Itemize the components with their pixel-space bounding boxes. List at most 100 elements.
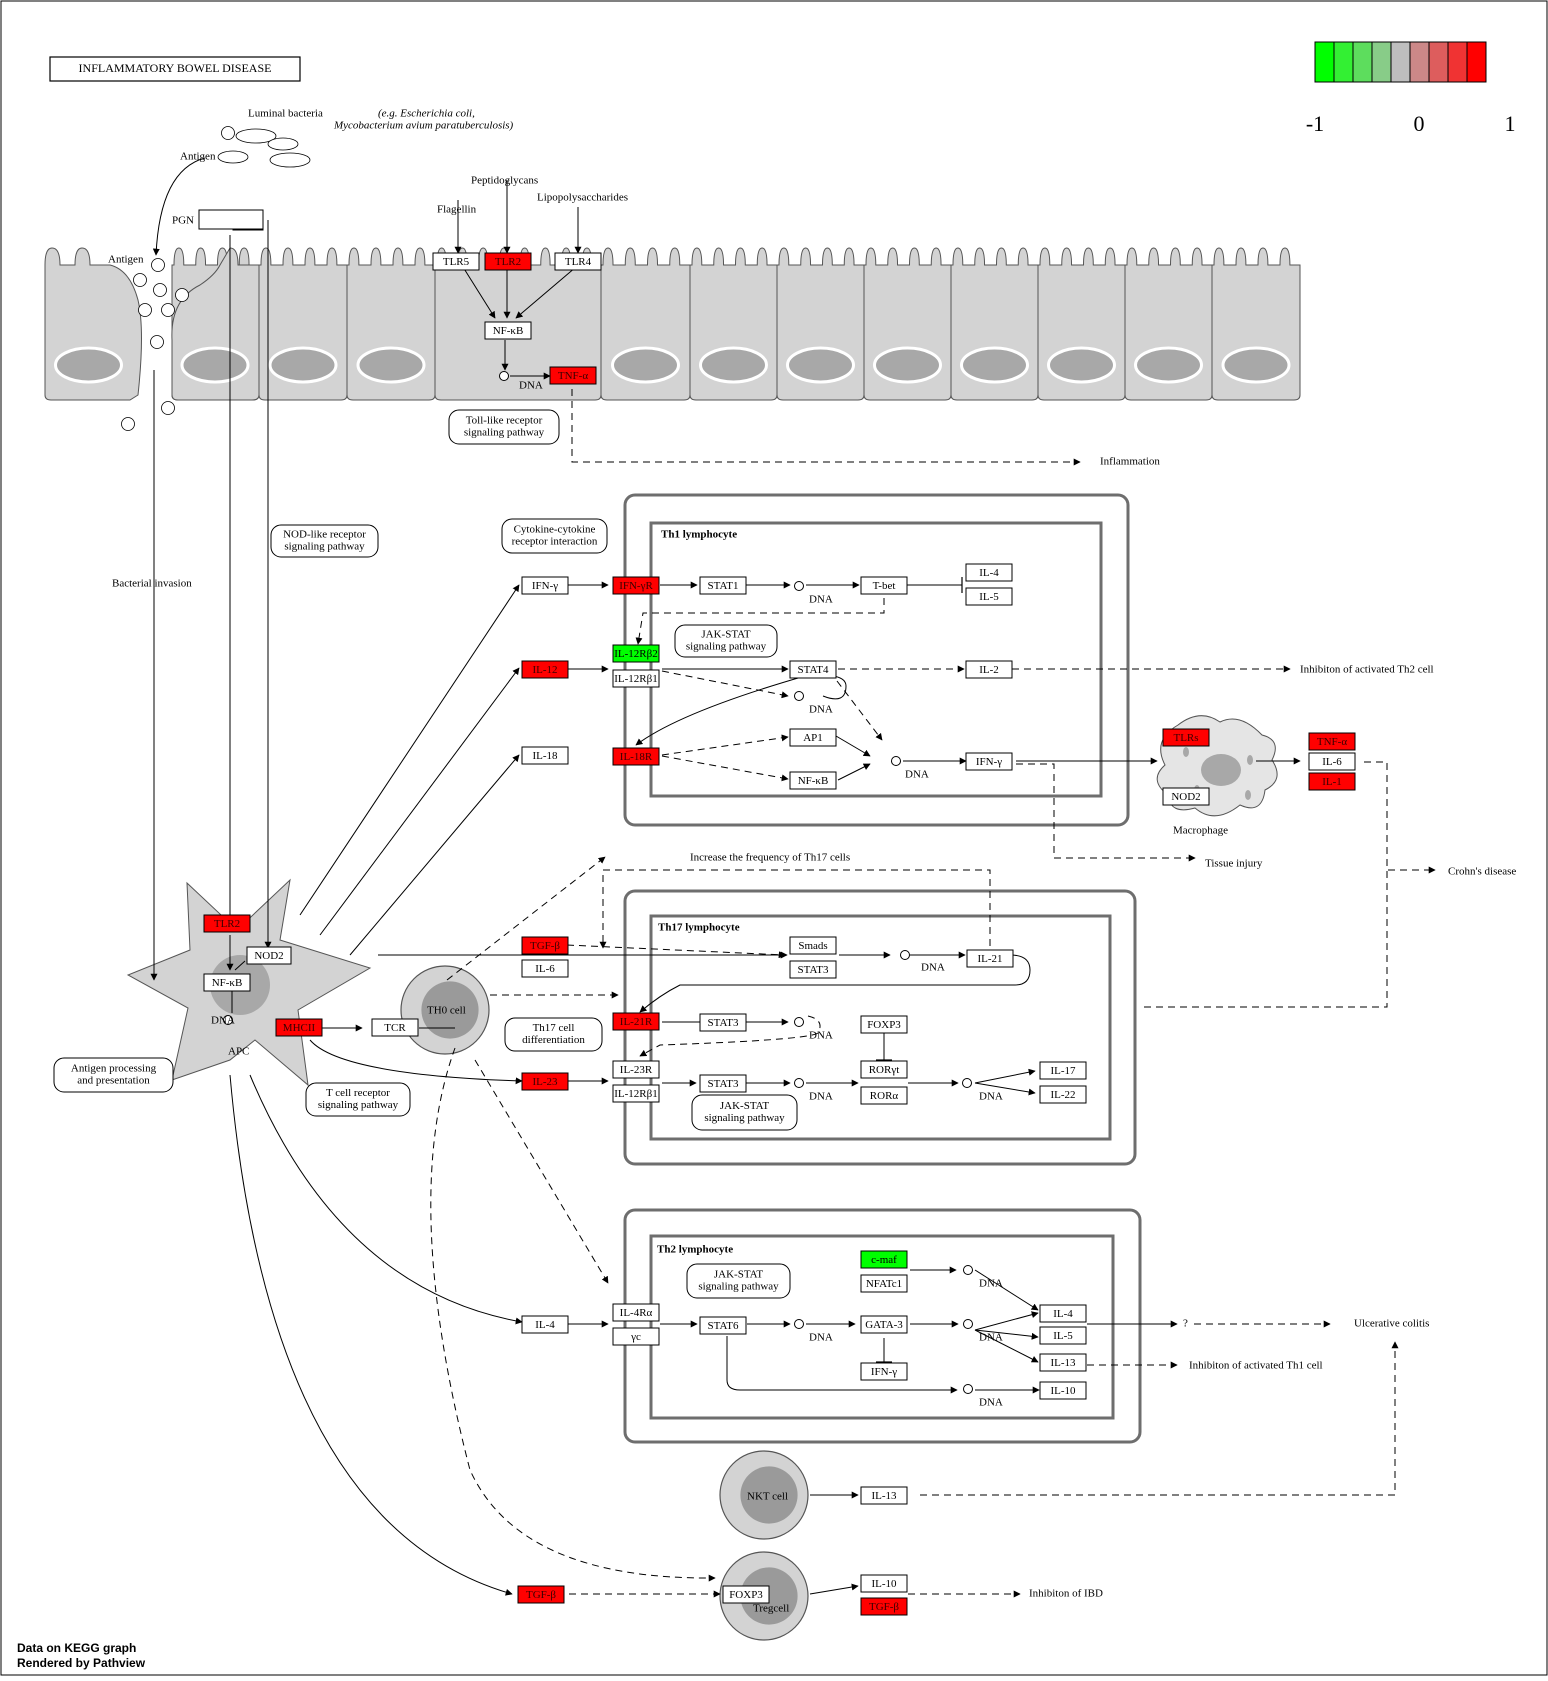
gene-label: IL-18	[532, 750, 558, 762]
dna-node	[794, 581, 804, 591]
pathway-label: signaling pathway	[318, 1099, 399, 1111]
gene-il5_th2	[1039, 1326, 1087, 1345]
shapes-layer	[223, 213, 973, 1394]
edge	[639, 954, 1031, 1013]
label-lipopolysaccharides: Lipopolysaccharides	[537, 192, 628, 204]
pathway-label: Cytokine-cytokine	[514, 524, 596, 536]
legend-swatch	[1390, 41, 1411, 83]
gene-il12	[521, 660, 569, 679]
gene-tnfa_mac	[1308, 732, 1356, 751]
gene-label: STAT4	[798, 664, 829, 676]
cell-nucleus	[1134, 346, 1203, 384]
edge	[152, 157, 206, 256]
label-question: ?	[1183, 1318, 1188, 1330]
legend-swatch	[1352, 41, 1373, 83]
gene-ifngr	[612, 576, 660, 595]
pathway-link-th17diff	[504, 1017, 603, 1052]
pathway-label: T cell receptor	[326, 1087, 390, 1099]
gene-label: IL-17	[1050, 1065, 1076, 1077]
dna-label: DNA	[979, 1278, 1003, 1290]
gene-tcr	[371, 1018, 419, 1037]
gene-label: FOXP3	[867, 1019, 901, 1031]
label-ecoli_line2: Mycobacterium avium paratuberculosis)	[333, 120, 514, 132]
gene-label: IL-13	[871, 1490, 897, 1502]
gene-il12rb2	[612, 644, 660, 663]
gene-label: IL-18R	[620, 751, 653, 763]
legend-swatch	[1314, 41, 1335, 83]
gene-label: IL-6	[535, 963, 555, 975]
edge	[1016, 763, 1196, 862]
gene-label: IFN-γ	[976, 756, 1002, 768]
antigen-particle	[175, 288, 189, 302]
gene-label: IL-4	[979, 567, 999, 579]
gene-tlr2_epi	[484, 252, 532, 271]
edges-layer	[150, 157, 1436, 1598]
label-th1: Th1 lymphocyte	[661, 529, 737, 541]
cell-nucleus	[268, 346, 338, 384]
edge	[835, 735, 871, 757]
gene-label: TGF-β	[526, 1589, 556, 1601]
gene-label: NFATc1	[866, 1278, 902, 1290]
macrophage-granule	[1247, 755, 1253, 765]
pathway-link-jak2	[691, 1094, 798, 1131]
pgn-box	[198, 209, 264, 230]
gene-label: TGF-β	[869, 1601, 899, 1613]
gene-label: TLR4	[565, 256, 592, 268]
gene-label: IL-4Rα	[620, 1307, 653, 1319]
th0-cell-nucleus	[421, 981, 479, 1039]
dna-label: DNA	[979, 1332, 1003, 1344]
legend-swatch	[1409, 41, 1430, 83]
antigen-particle	[121, 417, 135, 431]
edge	[349, 754, 520, 956]
edge	[726, 1336, 958, 1394]
gene-tlr5	[432, 252, 480, 271]
label-ulcerative: Ulcerative colitis	[1354, 1318, 1429, 1330]
gene-nfkb_apc	[203, 973, 251, 992]
gene-label: TCR	[384, 1022, 406, 1034]
gene-il6_th17	[521, 959, 569, 978]
edge	[234, 960, 246, 971]
dna-node	[963, 1319, 973, 1329]
pathway-label: receptor interaction	[512, 536, 598, 548]
gene-label: IFN-γ	[532, 580, 558, 592]
gene-label: IL-12	[532, 664, 557, 676]
pathway-label: NOD-like receptor	[283, 529, 366, 541]
label-th17: Th17 lymphocyte	[658, 922, 740, 934]
gene-label: Smads	[798, 940, 827, 952]
label-apc: APC	[228, 1046, 249, 1058]
pathway-label: Th17 cell	[533, 1022, 575, 1034]
gene-nfkb_th1	[789, 771, 837, 790]
gene-ifng_th2	[860, 1362, 908, 1381]
label-nkt_cell: NKT cell	[747, 1491, 788, 1503]
gene-stat3_b	[699, 1013, 747, 1032]
label-luminal_bacteria: Luminal bacteria	[248, 108, 323, 120]
gene-il2	[965, 660, 1013, 679]
dna-label: DNA	[809, 1332, 833, 1344]
label-antigen2: Antigen	[108, 254, 144, 266]
gene-il21	[966, 949, 1014, 968]
pathway-link-jak3	[686, 1263, 791, 1299]
gene-label: TLR2	[214, 918, 240, 930]
edge	[299, 584, 520, 916]
pathway-link-jak1	[674, 624, 778, 658]
label-treg_cell: Tregcell	[753, 1603, 789, 1615]
label-th2: Th2 lymphocyte	[657, 1244, 733, 1256]
edge	[1364, 761, 1436, 874]
footer-line-1: Data on KEGG graph	[17, 1641, 137, 1655]
gene-il23	[521, 1072, 569, 1091]
pathway-link-nod	[270, 524, 379, 558]
edge	[319, 667, 520, 936]
gene-label: MHCII	[283, 1022, 316, 1034]
nkt-cell-nucleus	[740, 1466, 798, 1524]
cell-nucleus	[356, 346, 426, 384]
edge	[430, 1047, 716, 1582]
gene-label: IL-23	[532, 1076, 558, 1088]
gene-il18	[521, 746, 569, 765]
gene-tlrs	[1162, 728, 1210, 747]
pathway-link-tcr	[305, 1082, 411, 1117]
dna-node	[794, 1017, 804, 1027]
gene-foxp3_treg	[722, 1585, 770, 1604]
gene-label: TLRs	[1173, 732, 1198, 744]
